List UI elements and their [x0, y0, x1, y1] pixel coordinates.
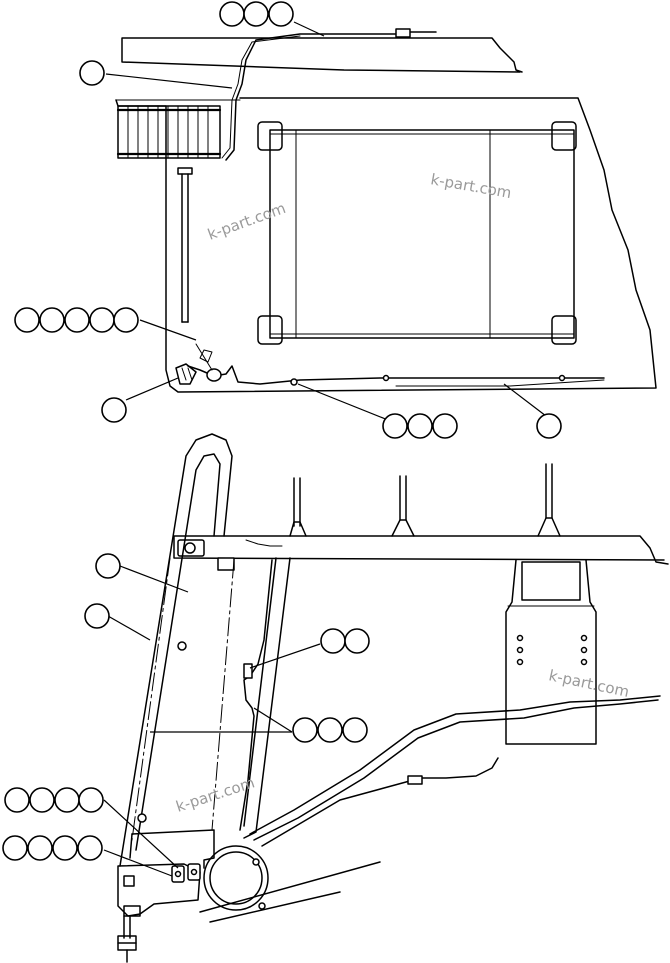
- boom-connector: [243, 663, 253, 679]
- top-view: [115, 28, 657, 393]
- watermark-2: k-part.com: [205, 199, 288, 244]
- sensor-plug: [175, 363, 197, 385]
- main-frame: [115, 97, 657, 393]
- watermark-3: k-part.com: [547, 666, 631, 701]
- base-connector-2: [187, 863, 201, 881]
- stanchion-3: [537, 463, 561, 537]
- watermark-1: k-part.com: [429, 170, 513, 202]
- long-cable-2: [253, 699, 659, 841]
- leader-lines: [103, 21, 547, 877]
- boom-dashed-right: [211, 559, 235, 831]
- boom-outer: [119, 433, 233, 867]
- lower-connector: [407, 775, 423, 785]
- harness-bottom: [187, 365, 605, 385]
- probe: [117, 915, 137, 963]
- callout-group-boom-clips: [292, 717, 368, 743]
- callout-group-base-1: [4, 787, 104, 813]
- lower-cable: [261, 757, 499, 847]
- callout-group-boom-connector: [320, 628, 370, 654]
- callout-group-sensor: [14, 307, 139, 333]
- stanchion-1: [289, 477, 307, 537]
- callout-single-1: [79, 60, 105, 86]
- connector-top: [395, 28, 411, 38]
- callout-single-2: [101, 397, 127, 423]
- base-box: [117, 829, 215, 917]
- clip-3: [558, 374, 566, 382]
- harness-bottom-2: [395, 379, 605, 387]
- boom-centerline: [131, 557, 171, 841]
- sensor-body: [206, 368, 222, 382]
- callout-group-base-2: [2, 835, 103, 861]
- watermark-4: k-part.com: [174, 773, 257, 815]
- callout-single-4: [95, 553, 121, 579]
- radiator-panel: [257, 121, 577, 345]
- clip-1: [290, 378, 298, 386]
- side-view: [117, 433, 669, 963]
- base-connector-1: [171, 865, 185, 883]
- sensor-tip: [181, 367, 193, 381]
- drum: [203, 845, 269, 911]
- stanchion-2: [391, 475, 415, 537]
- harness-top-2: [221, 35, 301, 159]
- watermarks: k-part.com k-part.com k-part.com k-part.…: [174, 170, 631, 816]
- hanger-bracket: [505, 559, 597, 745]
- coil-block: [116, 105, 222, 159]
- callout-single-3: [536, 413, 562, 439]
- frame-rail: [173, 535, 669, 565]
- boom-inner: [135, 453, 221, 851]
- callout-bubbles: [2, 1, 562, 861]
- long-cable: [249, 695, 661, 835]
- rail-clip: [217, 557, 235, 571]
- boom-right-edge-2: [243, 557, 277, 827]
- upper-plate: [121, 37, 523, 73]
- boom-right-edge: [243, 557, 291, 839]
- callout-group-top-harness: [219, 1, 294, 27]
- callout-single-5: [84, 603, 110, 629]
- vertical-rod: [177, 167, 193, 323]
- lower-boom-arm: [199, 861, 381, 923]
- clip-2: [382, 374, 390, 382]
- callout-group-bottom-harness: [382, 413, 458, 439]
- boom-harness: [239, 559, 273, 831]
